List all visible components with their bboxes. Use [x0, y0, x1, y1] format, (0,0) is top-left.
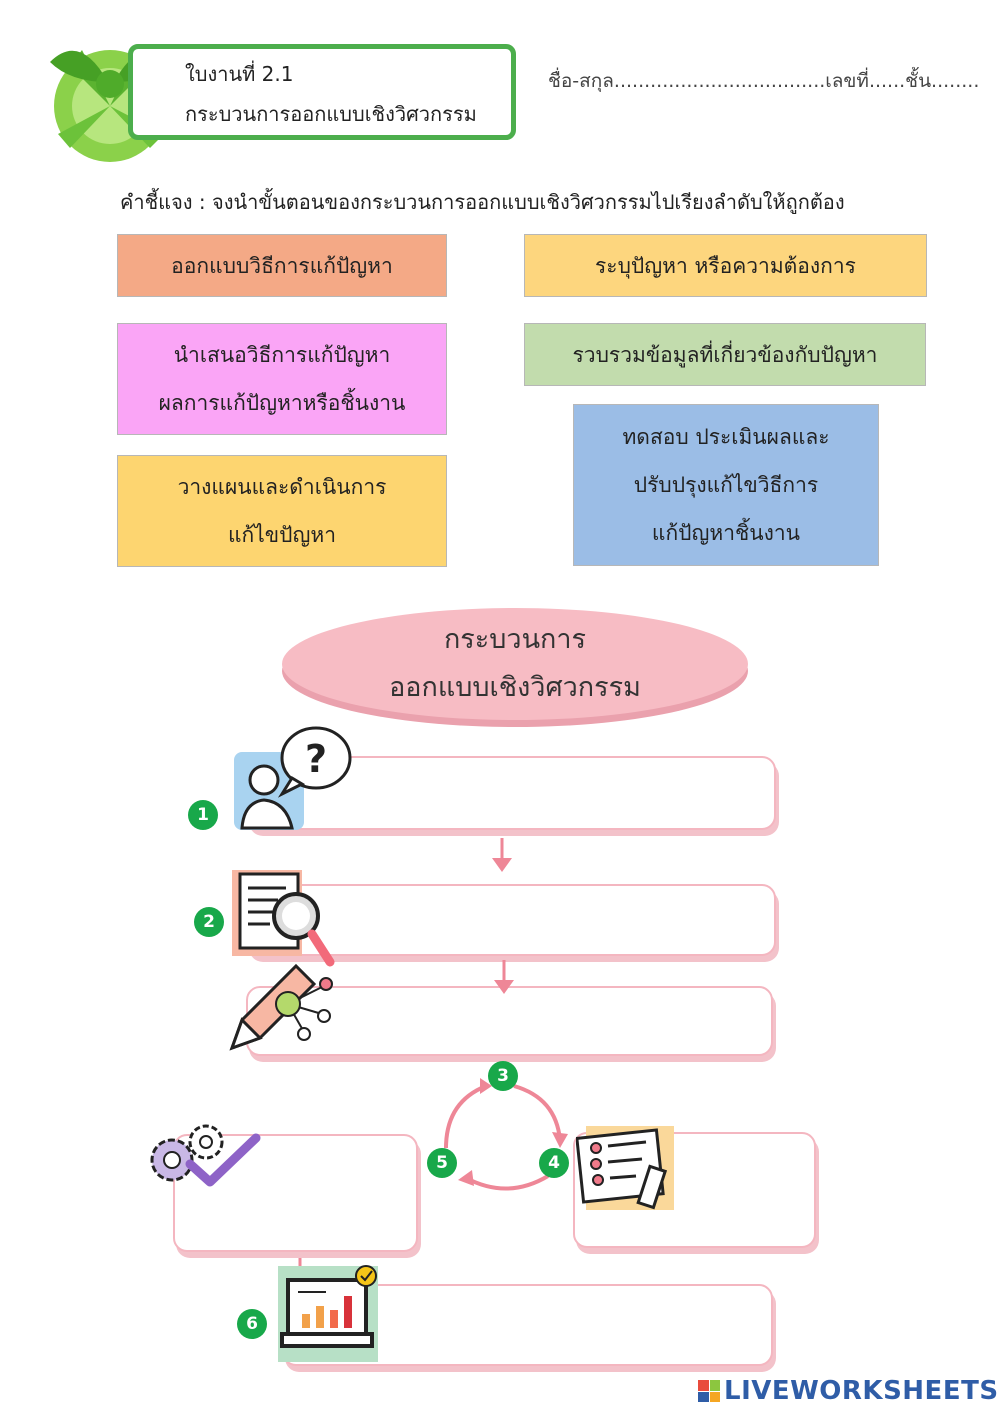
- step-number-6: 6: [237, 1309, 267, 1339]
- brand-name: LIVEWORKSHEETS: [724, 1376, 999, 1406]
- cycle-arrows-icon: [444, 1078, 568, 1191]
- card-present-solution[interactable]: นำเสนอวิธีการแก้ปัญหา ผลการแก้ปัญหาหรือช…: [117, 323, 447, 435]
- answer-slot-2[interactable]: [246, 884, 776, 956]
- card-plan-and-implement[interactable]: วางแผนและดำเนินการ แก้ไขปัญหา: [117, 455, 447, 567]
- gear-check-icon: [150, 1124, 261, 1187]
- process-title-oval: กระบวนการ ออกแบบเชิงวิศวกรรม: [282, 608, 748, 720]
- checklist-clipboard-icon: [576, 1126, 674, 1210]
- document-search-icon: [232, 870, 335, 967]
- question-person-icon: ?: [234, 726, 352, 830]
- svg-text:?: ?: [305, 737, 327, 781]
- step-number-5: 5: [427, 1148, 457, 1178]
- process-title-line2: ออกแบบเชิงวิศวกรรม: [389, 672, 641, 703]
- pencil-network-icon: [229, 963, 333, 1051]
- down-arrow-icon: [494, 960, 514, 994]
- card-test-evaluate[interactable]: ทดสอบ ประเมินผลและ ปรับปรุงแก้ไขวิธีการ …: [573, 404, 879, 566]
- liveworksheets-mark-icon: [698, 1380, 720, 1402]
- laptop-chart-icon: [278, 1265, 378, 1362]
- process-title-line1: กระบวนการ: [443, 624, 587, 655]
- instruction-text: คำชี้แจง : จงนำขั้นตอนของกระบวนการออกแบบ…: [120, 190, 845, 214]
- card-gather-information[interactable]: รวบรวมข้อมูลที่เกี่ยวข้องกับปัญหา: [524, 323, 926, 386]
- step-number-1: 1: [188, 800, 218, 830]
- card-identify-problem[interactable]: ระบุปัญหา หรือความต้องการ: [524, 234, 927, 297]
- liveworksheets-logo: LIVEWORKSHEETS: [698, 1376, 999, 1406]
- title-box: [128, 44, 516, 140]
- step-number-4: 4: [539, 1148, 569, 1178]
- step-number-3: 3: [488, 1061, 518, 1091]
- down-arrow-icon: [492, 838, 512, 872]
- step-number-2: 2: [194, 907, 224, 937]
- answer-slot-3[interactable]: [246, 986, 773, 1056]
- card-design-solution[interactable]: ออกแบบวิธีการแก้ปัญหา: [117, 234, 447, 297]
- name-field[interactable]: ชื่อ-สกุล...............................…: [548, 70, 980, 92]
- sheet-number: ใบงานที่ 2.1: [185, 62, 294, 86]
- sheet-title: กระบวนการออกแบบเชิงวิศวกรรม: [185, 102, 477, 126]
